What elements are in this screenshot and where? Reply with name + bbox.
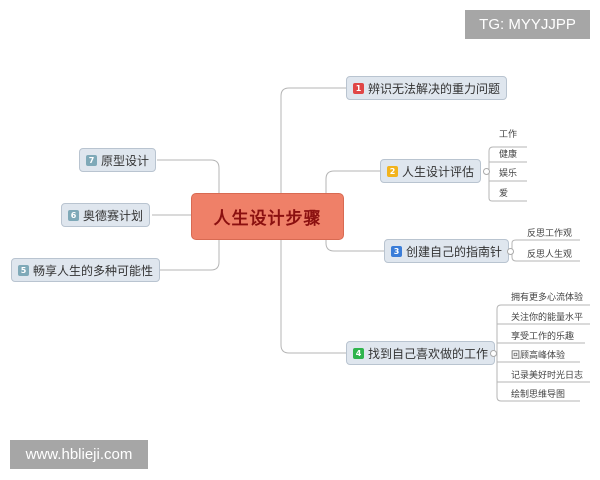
collapse-toggle-icon[interactable] bbox=[507, 248, 514, 255]
branch-node-6[interactable]: 6 奥德赛计划 bbox=[61, 203, 151, 227]
branch-node-3[interactable]: 3 创建自己的指南针 bbox=[384, 239, 510, 263]
leaf-node[interactable]: 工作 bbox=[499, 130, 518, 140]
leaf-node[interactable]: 回顾高峰体验 bbox=[511, 351, 566, 361]
collapse-toggle-icon[interactable] bbox=[490, 350, 497, 357]
watermark-top-right: TG: MYYJJPP bbox=[465, 10, 590, 39]
branch-node-4[interactable]: 4 找到自己喜欢做的工作 bbox=[346, 341, 496, 365]
priority-7-icon: 7 bbox=[86, 154, 97, 166]
branch-label: 奥德赛计划 bbox=[83, 208, 144, 223]
priority-4-icon: 4 bbox=[353, 347, 364, 359]
priority-1-icon: 1 bbox=[353, 82, 364, 94]
collapse-toggle-icon[interactable] bbox=[483, 168, 490, 175]
priority-3-icon: 3 bbox=[391, 245, 402, 257]
branch-node-7[interactable]: 7 原型设计 bbox=[79, 148, 157, 172]
branch-label: 畅享人生的多种可能性 bbox=[33, 263, 154, 278]
branch-node-1[interactable]: 1 辨识无法解决的重力问题 bbox=[346, 76, 508, 100]
leaf-node[interactable]: 健康 bbox=[499, 150, 518, 160]
branch-label: 找到自己喜欢做的工作 bbox=[368, 346, 489, 361]
leaf-node[interactable]: 关注你的能量水平 bbox=[511, 313, 584, 323]
leaf-node[interactable]: 拥有更多心流体验 bbox=[511, 293, 584, 303]
root-node[interactable]: 人生设计步骤 bbox=[191, 193, 344, 240]
branch-node-2[interactable]: 2 人生设计评估 bbox=[380, 159, 482, 183]
root-label: 人生设计步骤 bbox=[213, 209, 322, 229]
leaf-node[interactable]: 娱乐 bbox=[499, 169, 518, 179]
leaf-node[interactable]: 爱 bbox=[499, 189, 509, 199]
watermark-bottom-left: www.hblieji.com bbox=[10, 440, 148, 469]
branch-label: 原型设计 bbox=[101, 153, 150, 168]
branch-node-5[interactable]: 5 畅享人生的多种可能性 bbox=[11, 258, 161, 282]
leaf-node[interactable]: 记录美好时光日志 bbox=[511, 371, 584, 381]
leaf-node[interactable]: 绘制思维导图 bbox=[511, 390, 566, 400]
priority-5-icon: 5 bbox=[18, 264, 29, 276]
leaf-node[interactable]: 反思人生观 bbox=[527, 250, 573, 260]
branch-label: 创建自己的指南针 bbox=[406, 244, 503, 259]
leaf-node[interactable]: 享受工作的乐趣 bbox=[511, 332, 575, 342]
priority-6-icon: 6 bbox=[68, 209, 79, 221]
priority-2-icon: 2 bbox=[387, 165, 398, 177]
leaf-node[interactable]: 反思工作观 bbox=[527, 229, 573, 239]
branch-label: 人生设计评估 bbox=[402, 164, 475, 179]
watermark-text: TG: MYYJJPP bbox=[479, 16, 576, 33]
branch-label: 辨识无法解决的重力问题 bbox=[368, 81, 501, 96]
watermark-text: www.hblieji.com bbox=[25, 446, 133, 463]
